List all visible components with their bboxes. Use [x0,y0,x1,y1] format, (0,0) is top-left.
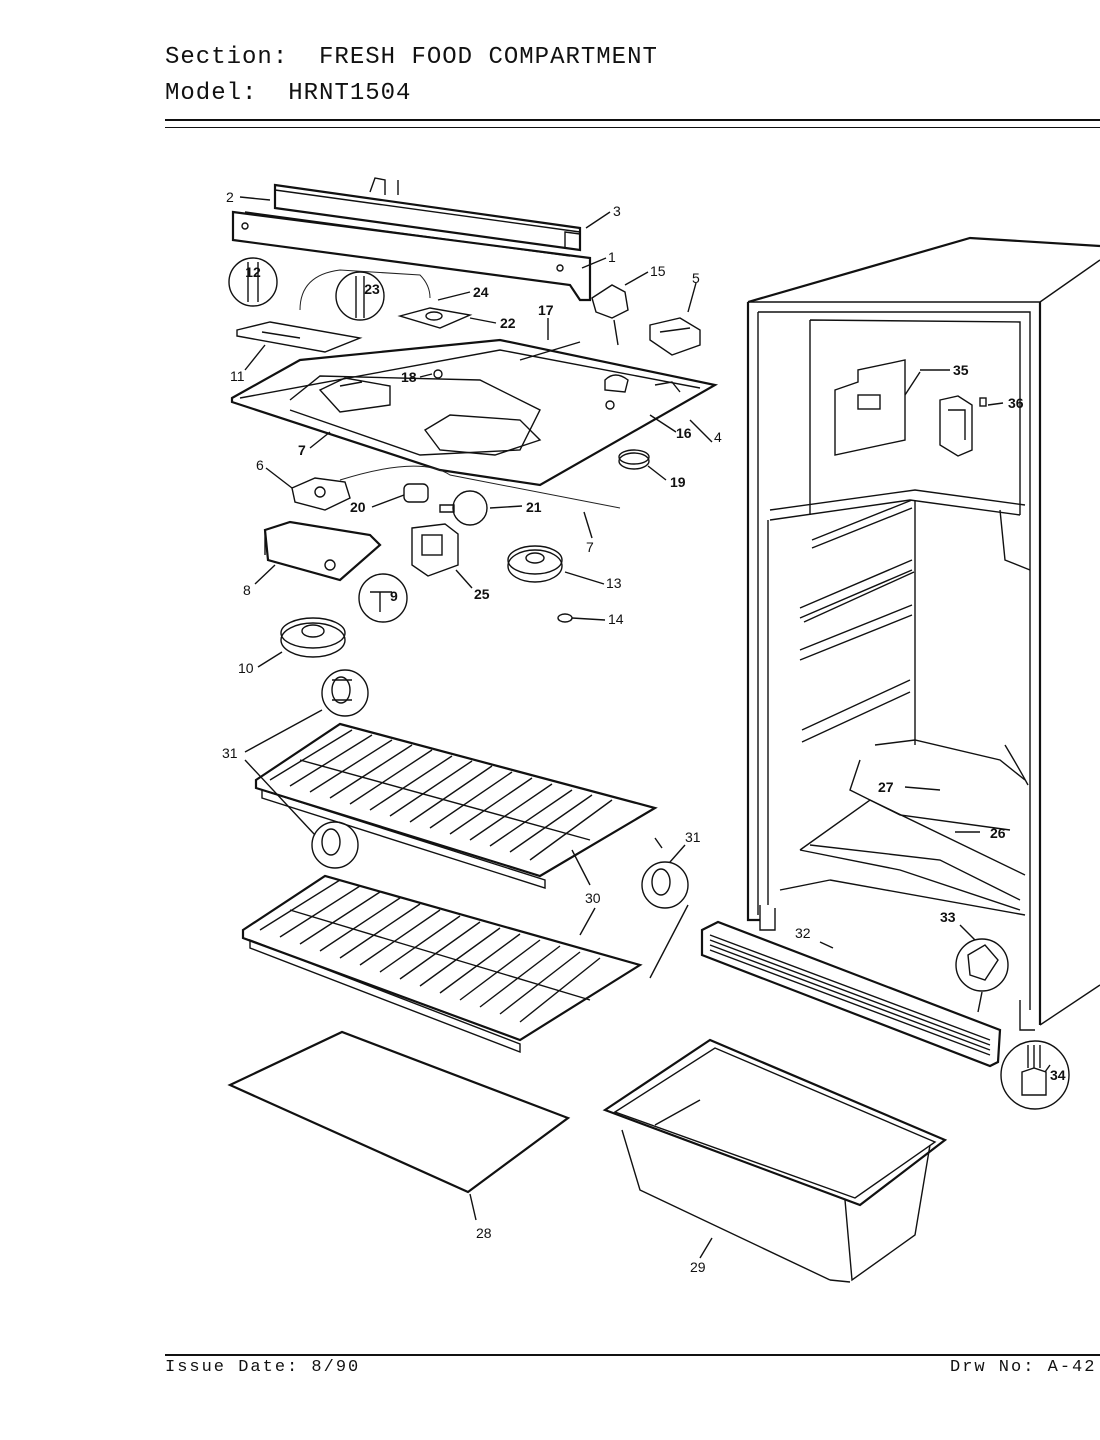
part-19-ring [618,449,650,470]
callout-24: 24 [473,284,489,300]
section-label: Section: [165,44,289,71]
part-14-washer [557,613,573,623]
part-30-wire-shelf-lower [241,874,643,1054]
callout-4: 4 [714,429,722,445]
cabinet-drawing [746,236,1100,1031]
callout-28: 28 [476,1225,492,1241]
part-36-hinge [939,395,987,457]
part-22-gasket [397,307,473,329]
callout-17: 17 [538,302,554,318]
callout-7-lower: 7 [586,539,594,555]
part-33-hinge [955,938,1009,1013]
issue-date: Issue Date: 8/90 [165,1358,361,1377]
callout-8: 8 [243,582,251,598]
part-6-thermostat [291,477,351,511]
callout-23: 23 [364,281,380,297]
callout-labels: 2 3 1 15 5 12 23 24 17 22 11 18 35 36 16… [222,189,1066,1275]
part-10-knob [280,617,346,658]
callout-3: 3 [613,203,621,219]
model-label: Model: [165,80,258,107]
callout-33: 33 [940,909,956,925]
part-7-capillary-tube [339,465,621,509]
part-15-knob [591,284,629,346]
part-4-control-housing [230,338,719,487]
part-8-mounting-bracket [263,520,382,582]
callout-15: 15 [650,263,666,279]
part-30-wire-shelf-upper [254,722,658,889]
part-28-glass-panel [227,1030,571,1194]
part-2-cover-strip [273,177,582,252]
callout-9: 9 [390,588,398,604]
part-23-screw [335,271,385,321]
part-20-socket [403,483,429,503]
callout-34: 34 [1050,1067,1066,1083]
section-heading: Section: FRESH FOOD COMPARTMENT [165,44,658,71]
callout-11: 11 [230,368,245,384]
part-31-shelf-cap-c [641,861,689,909]
callout-20: 20 [350,499,366,515]
callout-26: 26 [990,825,1006,841]
callout-29: 29 [690,1259,706,1275]
part-18-screw [433,369,443,379]
part-35-bracket [834,359,921,456]
callout-35: 35 [953,362,969,378]
callout-36: 36 [1008,395,1024,411]
header-rule-bottom [165,127,1100,128]
callout-31-right: 31 [685,829,701,845]
part-31-shelf-cap-a [321,669,369,717]
callout-32: 32 [795,925,811,941]
model-value: HRNT1504 [288,80,412,107]
callout-16: 16 [676,425,692,441]
part-13-knob [507,545,563,583]
part-5-clip [649,317,701,356]
part-32-grille [700,920,1002,1068]
footer-rule [165,1354,1100,1356]
part-17-wire [519,341,581,361]
callout-1: 1 [608,249,616,265]
callout-31-left: 31 [222,745,238,761]
callout-12: 12 [245,264,261,280]
callout-10: 10 [238,660,254,676]
part-29-crisper-drawer [602,1038,948,1283]
part-25-switch [411,523,459,577]
header-rule-top [165,119,1100,121]
part-9-screw [358,573,408,623]
callout-2: 2 [226,189,234,205]
part-34-leveling-leg [1000,1040,1070,1110]
callout-22: 22 [500,315,516,331]
callout-14: 14 [608,611,624,627]
drawing-number: Drw No: A-42 [950,1358,1097,1377]
section-value: FRESH FOOD COMPARTMENT [319,44,658,71]
part-24-wire-harness [299,269,431,311]
part-31-shelf-cap-b [311,821,359,869]
callout-30: 30 [585,890,601,906]
model-heading: Model: HRNT1504 [165,80,411,107]
callout-18: 18 [401,369,417,385]
callout-21: 21 [526,499,542,515]
part-21-light-bulb [439,490,488,526]
part-1-housing [231,210,592,302]
part-12-screw [228,257,278,307]
callout-27: 27 [878,779,894,795]
callout-7-upper: 7 [298,442,306,458]
callout-25: 25 [474,586,490,602]
part-11-bracket [236,321,363,353]
callout-13: 13 [606,575,622,591]
leader-lines [239,196,1051,1259]
callout-6: 6 [256,457,264,473]
callout-19: 19 [670,474,686,490]
callout-5: 5 [692,270,700,286]
